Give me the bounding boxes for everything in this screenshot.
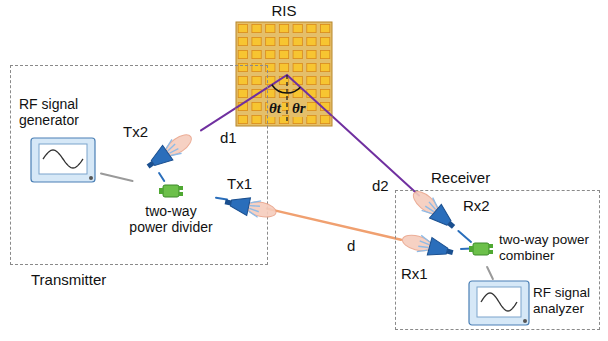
horn-feed — [446, 249, 453, 255]
ris-surface — [236, 22, 332, 126]
node-label: RF signal generator — [19, 96, 101, 128]
node-label: Rx2 — [463, 197, 491, 214]
wave-ray — [250, 204, 260, 207]
signal-link — [159, 173, 164, 181]
signal-link — [487, 267, 493, 279]
power-splitter — [159, 185, 183, 197]
signal-analyzer: RF signal analyzer — [469, 279, 599, 327]
node-label: two-way power combiner — [499, 232, 597, 263]
node-label: Receiver — [431, 169, 531, 186]
horn-body — [229, 194, 250, 215]
wave-ray — [171, 150, 182, 159]
tx2-antenna: Tx2 — [123, 123, 201, 173]
node-label: Tx1 — [227, 175, 261, 192]
horn-antenna — [223, 193, 278, 221]
signal-link — [461, 247, 471, 250]
wave-ray — [428, 202, 436, 210]
instrument-icon — [31, 138, 95, 182]
wave-ray — [169, 148, 178, 155]
wave-ray — [417, 248, 428, 255]
signal-link — [216, 198, 227, 200]
beam-lobe — [245, 199, 277, 219]
horn-antenna — [143, 129, 196, 174]
horn-body — [427, 238, 449, 260]
wave-ray — [430, 198, 440, 208]
distance-label: d2 — [370, 178, 391, 195]
node-label: Transmitter — [31, 271, 171, 288]
power-combiner: two-way power combiner — [471, 231, 597, 267]
signal-generator: RF signal generator — [19, 96, 101, 188]
angle-arc — [287, 87, 300, 93]
signal-link — [267, 209, 401, 240]
power-divider: two-way power divider — [126, 181, 216, 241]
horn-feed — [225, 199, 232, 205]
wave-ray — [425, 205, 433, 213]
wave-ray — [422, 207, 432, 217]
node-label: RIS — [236, 2, 332, 19]
horn-antenna — [400, 230, 455, 261]
angle-label: θr — [291, 100, 307, 117]
signal-link — [201, 108, 236, 131]
angle-label: θt — [268, 100, 282, 117]
wave-ray — [250, 199, 261, 205]
ris-panel-figure — [236, 2, 332, 126]
node-label: two-way power divider — [126, 203, 216, 235]
node-label: Rx1 — [401, 265, 435, 282]
horn-feed — [147, 161, 155, 169]
wave-ray — [248, 211, 259, 217]
transmitter-group: TransmitterRF signal generatorTx2Tx1two-… — [10, 65, 268, 265]
beam-lobe — [162, 131, 195, 160]
node-label: Tx2 — [123, 123, 153, 140]
ris-panel: RIS — [236, 2, 332, 126]
power-splitter — [469, 243, 493, 255]
distance-label: d1 — [218, 130, 239, 147]
receiver-group: ReceiverRx2Rx1two-way power combinerRF s… — [395, 190, 600, 330]
node-label: RF signal analyzer — [533, 285, 599, 316]
instrument-icon — [469, 281, 529, 325]
distance-label: d — [345, 238, 357, 255]
rx1-antenna: Rx1 — [401, 233, 461, 283]
signal-link — [458, 231, 471, 242]
signal-link — [101, 173, 133, 181]
signal-link — [332, 116, 419, 195]
wave-ray — [249, 208, 259, 211]
angle-arc — [272, 85, 287, 93]
wave-ray — [420, 235, 431, 242]
tx1-antenna: Tx1 — [227, 175, 267, 211]
wave-ray — [167, 144, 176, 151]
wave-ray — [419, 241, 429, 245]
horn-antenna — [408, 186, 459, 234]
beam-lobe — [410, 188, 442, 218]
surface-normal — [286, 75, 287, 122]
horn-feed — [447, 221, 455, 229]
rx2-antenna: Rx2 — [419, 195, 491, 231]
reflected-ray — [236, 75, 332, 116]
horn-body — [430, 204, 455, 229]
horn-body — [148, 145, 173, 170]
wave-ray — [164, 139, 175, 148]
beam-lobe — [401, 232, 434, 253]
wave-ray — [418, 245, 428, 249]
